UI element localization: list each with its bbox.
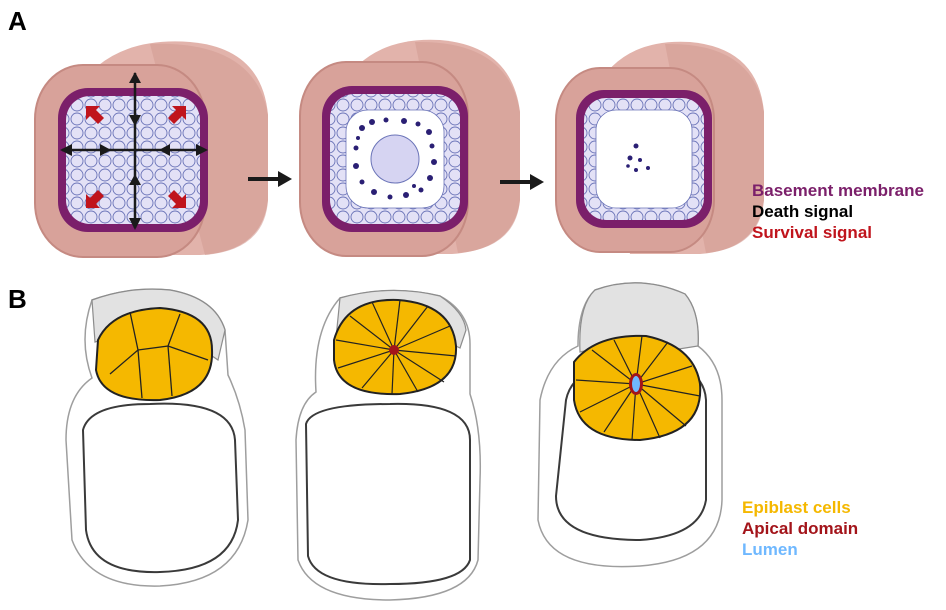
tube-stage-2 bbox=[300, 40, 520, 256]
tube-stage-1 bbox=[35, 41, 268, 257]
legend-panel-a: Basement membrane Death signal Survival … bbox=[752, 180, 924, 243]
embryo-stage-1 bbox=[66, 289, 248, 586]
embryo-stage-2 bbox=[296, 290, 480, 600]
lumen-3 bbox=[596, 110, 692, 208]
apical-domain-2 bbox=[389, 345, 399, 355]
legend-epiblast-cells: Epiblast cells bbox=[742, 497, 858, 518]
embryo-stage-3 bbox=[538, 283, 722, 567]
legend-lumen: Lumen bbox=[742, 539, 858, 560]
legend-death-signal: Death signal bbox=[752, 201, 924, 222]
inner-core-2 bbox=[371, 135, 419, 183]
epiblast-1 bbox=[96, 308, 212, 400]
blastocoel-2 bbox=[306, 404, 470, 584]
lumen-epiblast-3 bbox=[632, 376, 640, 392]
legend-survival-signal: Survival signal bbox=[752, 222, 924, 243]
legend-apical-domain: Apical domain bbox=[742, 518, 858, 539]
tube-stage-3 bbox=[556, 42, 764, 254]
blastocoel-1 bbox=[83, 404, 238, 572]
legend-basement-membrane: Basement membrane bbox=[752, 180, 924, 201]
legend-panel-b: Epiblast cells Apical domain Lumen bbox=[742, 497, 858, 560]
